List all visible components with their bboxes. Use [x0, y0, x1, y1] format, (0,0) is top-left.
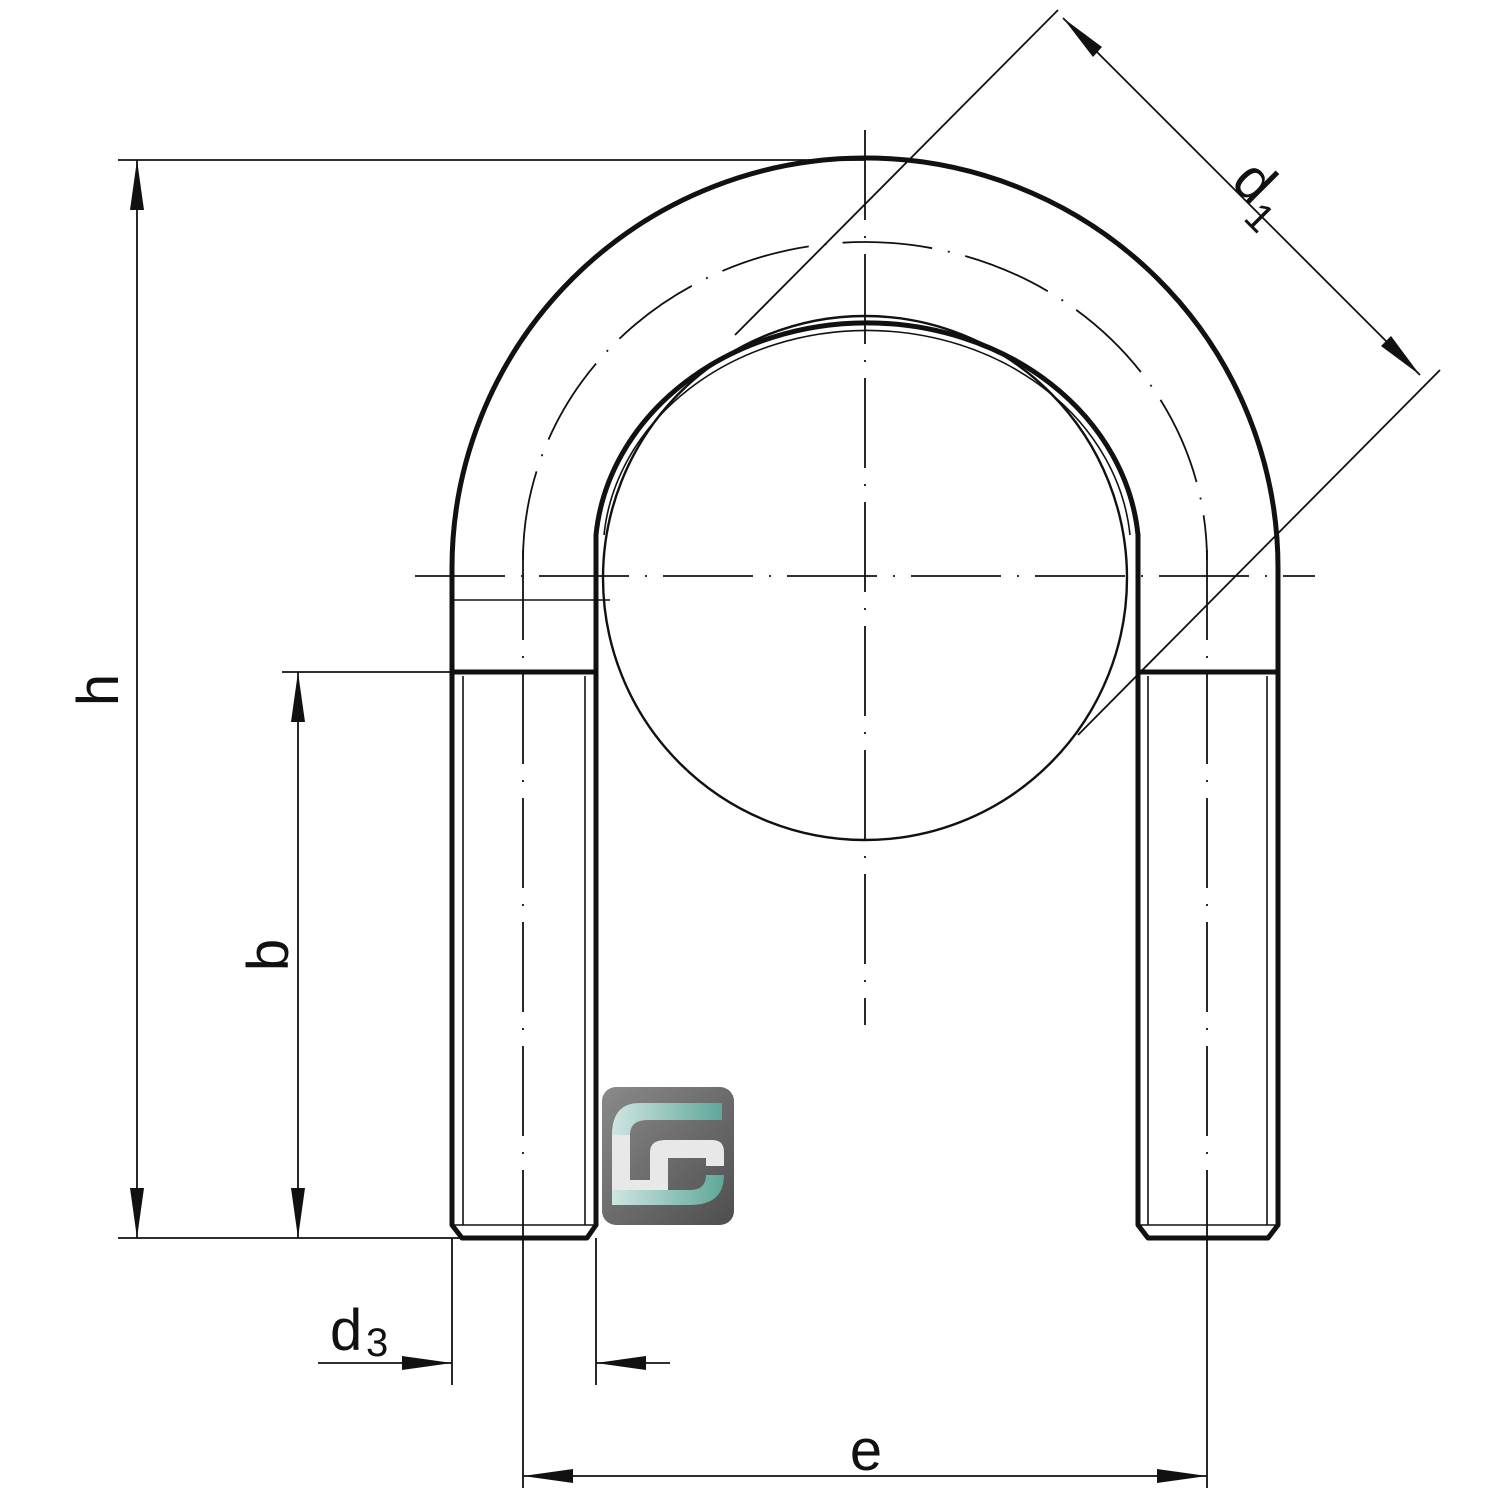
- right-leg-outline: [1135, 672, 1281, 1241]
- d1-dimension-line: [1062, 17, 1421, 376]
- center-lines: [415, 130, 1315, 1252]
- logo-swoosh-bottom: [612, 1175, 724, 1205]
- bolt-axis-arc: [522, 241, 1208, 561]
- e-arrow-right: [1157, 1469, 1207, 1483]
- dimension-d3: d 3: [318, 1238, 670, 1385]
- dimension-e: e: [522, 1252, 1208, 1488]
- e-label: e: [850, 1418, 882, 1483]
- u-bolt-inner-contour: [593, 320, 1141, 672]
- b-arrow-bottom: [291, 1188, 305, 1238]
- d1-extension-lower: [1077, 369, 1441, 736]
- h-label: h: [66, 674, 131, 706]
- dimension-h: h: [66, 159, 865, 1239]
- b-label: b: [236, 939, 301, 971]
- d1-extension-upper: [734, 9, 1059, 336]
- d3-arrow-right: [596, 1356, 646, 1370]
- dimension-b: b: [236, 671, 452, 1238]
- u-bolt-inner-contour-thin: [603, 329, 1131, 536]
- d3-label-sub: 3: [366, 1321, 388, 1365]
- right-threaded-leg: [1135, 672, 1281, 1241]
- logo-swoosh-top: [612, 1103, 722, 1135]
- dimension-d1: d 1: [734, 9, 1441, 736]
- d3-label-main: d: [330, 1298, 362, 1363]
- left-leg-outline: [449, 672, 599, 1241]
- e-arrow-left: [523, 1469, 573, 1483]
- h-arrow-top: [130, 160, 144, 210]
- d1-arrow-top: [1063, 18, 1102, 57]
- company-logo-icon: [602, 1087, 734, 1225]
- b-arrow-top: [291, 672, 305, 722]
- d3-arrow-left: [402, 1356, 452, 1370]
- h-arrow-bottom: [130, 1188, 144, 1238]
- d1-label: d 1: [1220, 147, 1289, 241]
- logo-swoosh-middle: [612, 1135, 724, 1200]
- left-threaded-leg: [449, 672, 599, 1241]
- d1-arrow-bottom: [1381, 336, 1420, 375]
